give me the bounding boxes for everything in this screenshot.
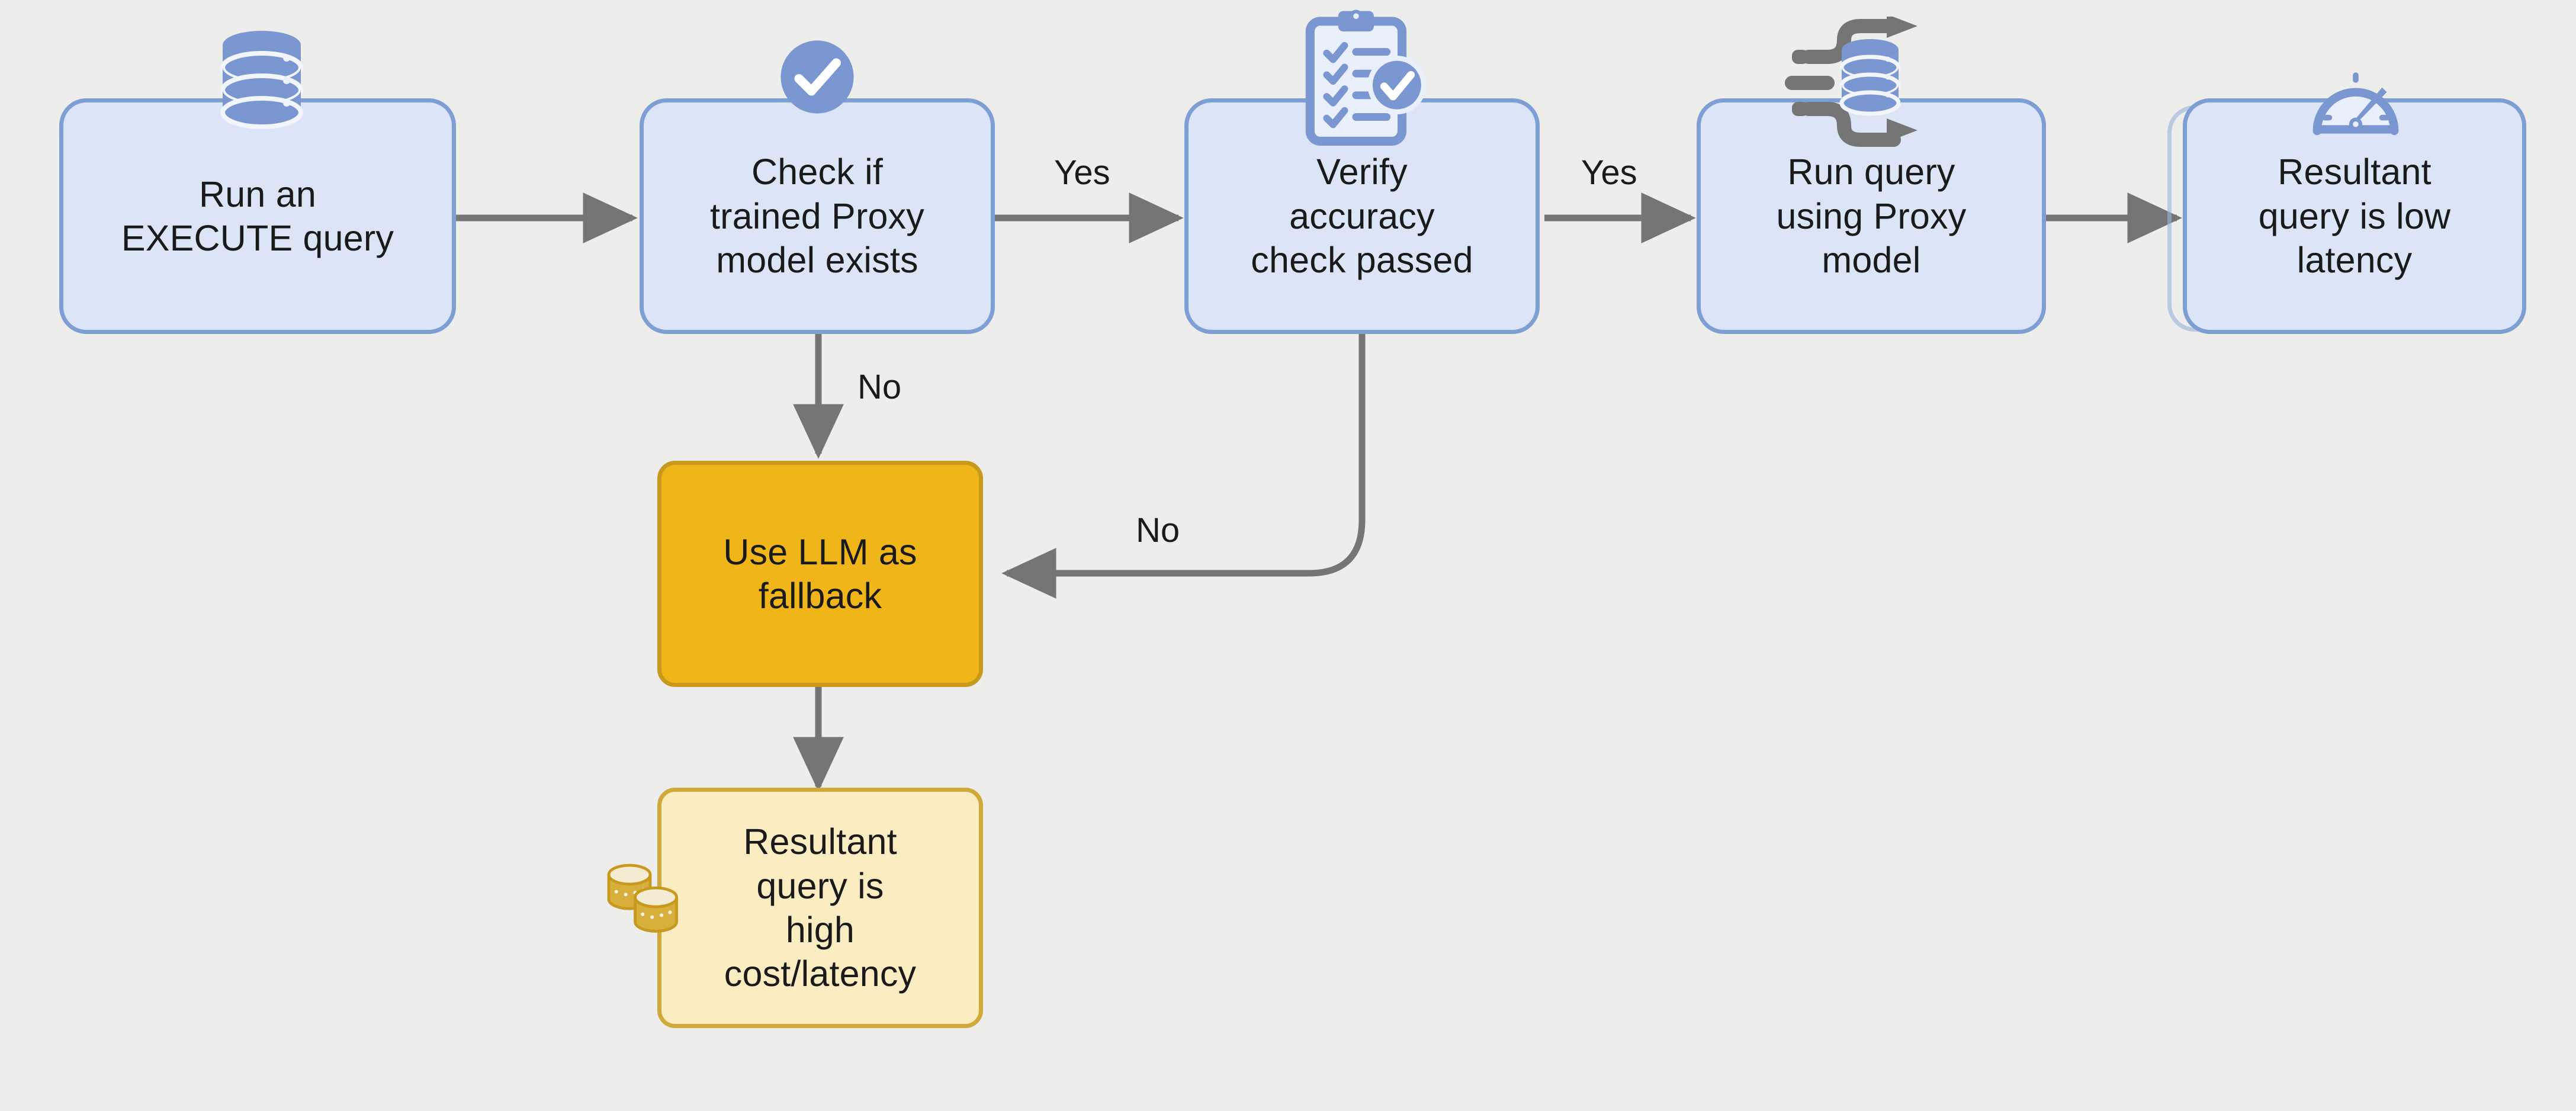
edge-label-no-verify-to-fallback: No <box>1136 511 1180 550</box>
node-run-query-using-proxy-model-label: Run query using Proxy model <box>1776 152 1967 281</box>
node-check-trained-proxy-model-exists-label: Check if trained Proxy model exists <box>710 152 924 281</box>
node-verify-accuracy-check-passed[interactable]: Verify accuracy check passed <box>1184 98 1540 334</box>
node-run-query-using-proxy-model[interactable]: Run query using Proxy model <box>1697 98 2046 334</box>
node-run-execute-query-label: Run an EXECUTE query <box>121 174 394 258</box>
edge-label-yes-verify-to-run-proxy: Yes <box>1581 153 1637 192</box>
node-run-execute-query[interactable]: Run an EXECUTE query <box>59 98 456 334</box>
edge-label-yes-check-to-verify: Yes <box>1054 153 1110 192</box>
node-use-llm-as-fallback-label: Use LLM as fallback <box>723 531 917 616</box>
node-resultant-query-low-latency-label: Resultant query is low latency <box>2258 152 2451 281</box>
node-check-trained-proxy-model-exists[interactable]: Check if trained Proxy model exists <box>640 98 995 334</box>
node-verify-accuracy-check-passed-label: Verify accuracy check passed <box>1251 152 1473 281</box>
node-use-llm-as-fallback[interactable]: Use LLM as fallback <box>657 461 983 687</box>
node-resultant-query-high-cost-latency[interactable]: Resultant query is high cost/latency <box>657 788 983 1028</box>
edge-verify-to-fallback <box>1001 332 1366 599</box>
node-resultant-query-low-latency[interactable]: Resultant query is low latency <box>2183 98 2526 334</box>
edge-label-no-check-to-fallback: No <box>857 368 902 406</box>
node-resultant-query-high-cost-latency-label: Resultant query is high cost/latency <box>724 821 917 994</box>
